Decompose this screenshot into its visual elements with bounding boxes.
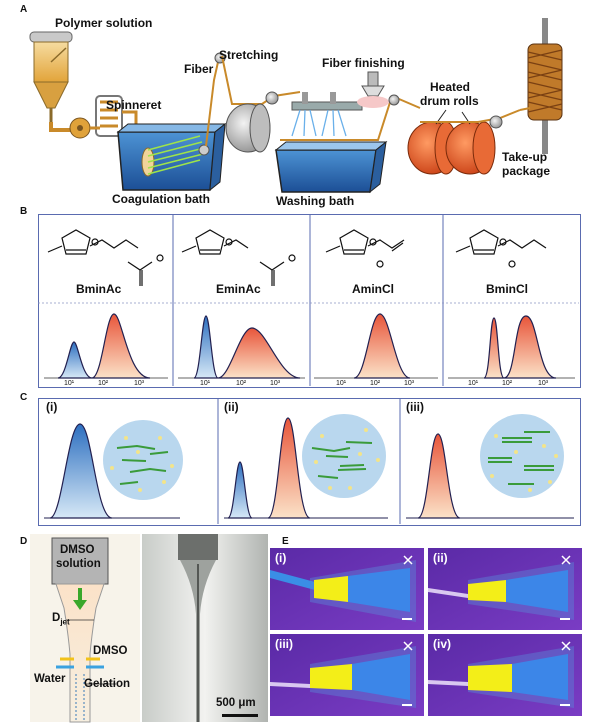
label-coagulation-bath: Coagulation bath <box>112 192 210 206</box>
scale-label: 500 μm <box>216 697 256 709</box>
case-label: (i) <box>46 400 58 414</box>
label-washing-bath: Washing bath <box>276 194 355 208</box>
tick-label: 10¹ <box>64 380 75 387</box>
tick-label: 10² <box>98 380 109 387</box>
micrograph-frame <box>428 634 582 716</box>
frame-label: (iii) <box>275 637 293 651</box>
tick-label: 10² <box>236 380 247 387</box>
tick-label: 10³ <box>134 380 145 387</box>
eminac-structure <box>181 229 296 286</box>
tick-label: 10¹ <box>468 380 479 387</box>
tick-label: 10² <box>502 380 513 387</box>
case-i <box>44 420 183 519</box>
case-ii <box>224 414 388 519</box>
panel-e-letter: E <box>282 536 289 547</box>
amincl-structure <box>325 229 405 268</box>
compound-name: EminAc <box>216 282 261 296</box>
flow-micrographs <box>270 548 582 716</box>
il-structures-and-distributions <box>38 214 579 386</box>
compound-name: AminCl <box>352 282 394 296</box>
jet-profile <box>55 583 105 723</box>
micrograph-frame <box>270 634 424 716</box>
coagulation-bath <box>116 122 227 192</box>
solution-state-diagrams <box>44 398 574 524</box>
compound-name: BminCl <box>486 282 528 296</box>
frame-label: (ii) <box>433 551 448 565</box>
frame-label: (iv) <box>433 637 451 651</box>
case-label: (ii) <box>224 400 239 414</box>
compound-name: BminAc <box>76 282 122 296</box>
finishing-applicator <box>357 71 389 108</box>
label-fiber-finishing: Fiber finishing <box>322 56 405 70</box>
scale-bar <box>222 714 258 717</box>
tick-label: 10¹ <box>200 380 211 387</box>
label-take-up-1: Take-up <box>502 150 548 164</box>
polymer-tank <box>29 31 73 122</box>
take-up-package <box>527 18 563 154</box>
amincl-distribution <box>314 313 438 379</box>
water-label: Water <box>34 673 66 685</box>
tick-label: 10³ <box>270 380 281 387</box>
tick-label: 10² <box>370 380 381 387</box>
label-stretching: Stretching <box>219 48 279 62</box>
dmso-nozzle <box>51 537 109 585</box>
micrograph-frame <box>428 548 582 630</box>
tick-label: 10³ <box>538 380 549 387</box>
bminac-structure <box>47 229 164 286</box>
nozzle-label-1: DMSO <box>60 544 95 556</box>
label-take-up-2: package <box>502 164 551 178</box>
dmso-label: DMSO <box>93 645 128 657</box>
case-iii <box>406 414 574 519</box>
gelation-label: Gelation <box>84 678 131 690</box>
bmincl-distribution <box>448 315 575 379</box>
panel-a-letter: A <box>20 4 28 15</box>
djet-label: Djet <box>52 612 70 627</box>
panel-d-letter: D <box>20 536 28 547</box>
nozzle-label-2: solution <box>56 558 101 570</box>
label-polymer-solution: Polymer solution <box>55 16 153 30</box>
fiber-spinning-diagram <box>29 18 563 194</box>
heated-drum-rolls <box>407 109 496 175</box>
label-spinneret: Spinneret <box>106 98 162 112</box>
tick-label: 10³ <box>404 380 415 387</box>
tick-label: 10¹ <box>336 380 347 387</box>
label-heated-1: Heated <box>430 80 471 94</box>
micrograph-frame <box>270 548 424 630</box>
panel-c-frame <box>38 398 581 526</box>
jet-gelation-schematic <box>30 534 268 723</box>
label-heated-2: drum rolls <box>420 94 479 108</box>
panel-c-letter: C <box>20 392 28 403</box>
bmincl-structure <box>455 229 547 268</box>
eminac-distribution <box>178 315 305 379</box>
washing-bath <box>274 92 388 194</box>
case-label: (iii) <box>406 400 424 414</box>
label-fiber: Fiber <box>184 62 214 76</box>
frame-label: (i) <box>275 551 287 565</box>
panel-b-letter: B <box>20 206 28 217</box>
bminac-distribution <box>44 313 168 379</box>
